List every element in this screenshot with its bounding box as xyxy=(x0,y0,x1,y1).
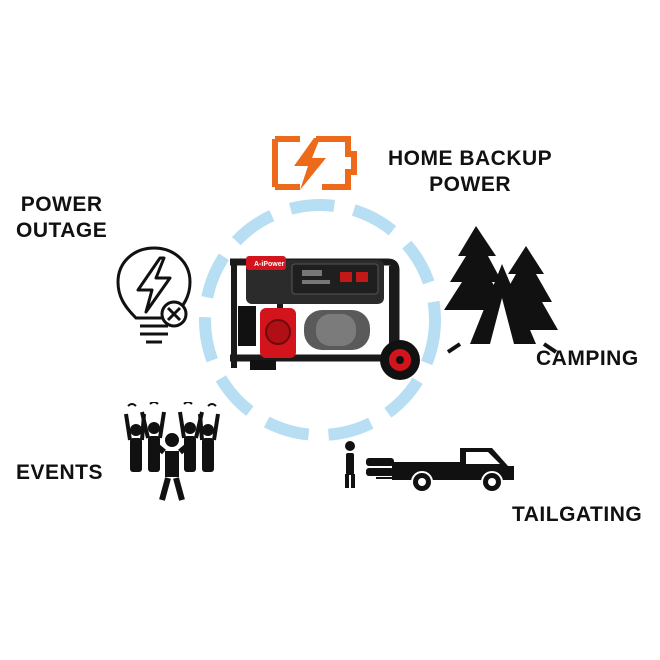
generator-brand: A-iPower xyxy=(254,261,285,268)
battery-charging-icon xyxy=(272,136,357,190)
generator-image: A-iPower xyxy=(230,256,420,380)
tent-trees-icon xyxy=(444,226,558,354)
power-outage-label: POWER OUTAGE xyxy=(16,192,107,244)
highlight-ring xyxy=(199,199,441,441)
lightbulb-outage-icon xyxy=(116,246,192,344)
home-backup-line2: POWER xyxy=(429,173,511,196)
tailgating-label: TAILGATING xyxy=(512,503,643,526)
home-backup-line1: HOME BACKUP xyxy=(388,147,553,170)
camping-label: CAMPING xyxy=(536,347,639,370)
crowd-icon xyxy=(124,402,220,501)
pickup-truck-icon xyxy=(345,441,514,493)
events-label: EVENTS xyxy=(16,461,104,484)
home-backup-power-label: HOME BACKUP POWER xyxy=(388,146,552,198)
power-outage-line1: POWER xyxy=(20,193,103,216)
power-outage-line2: OUTAGE xyxy=(16,219,108,242)
